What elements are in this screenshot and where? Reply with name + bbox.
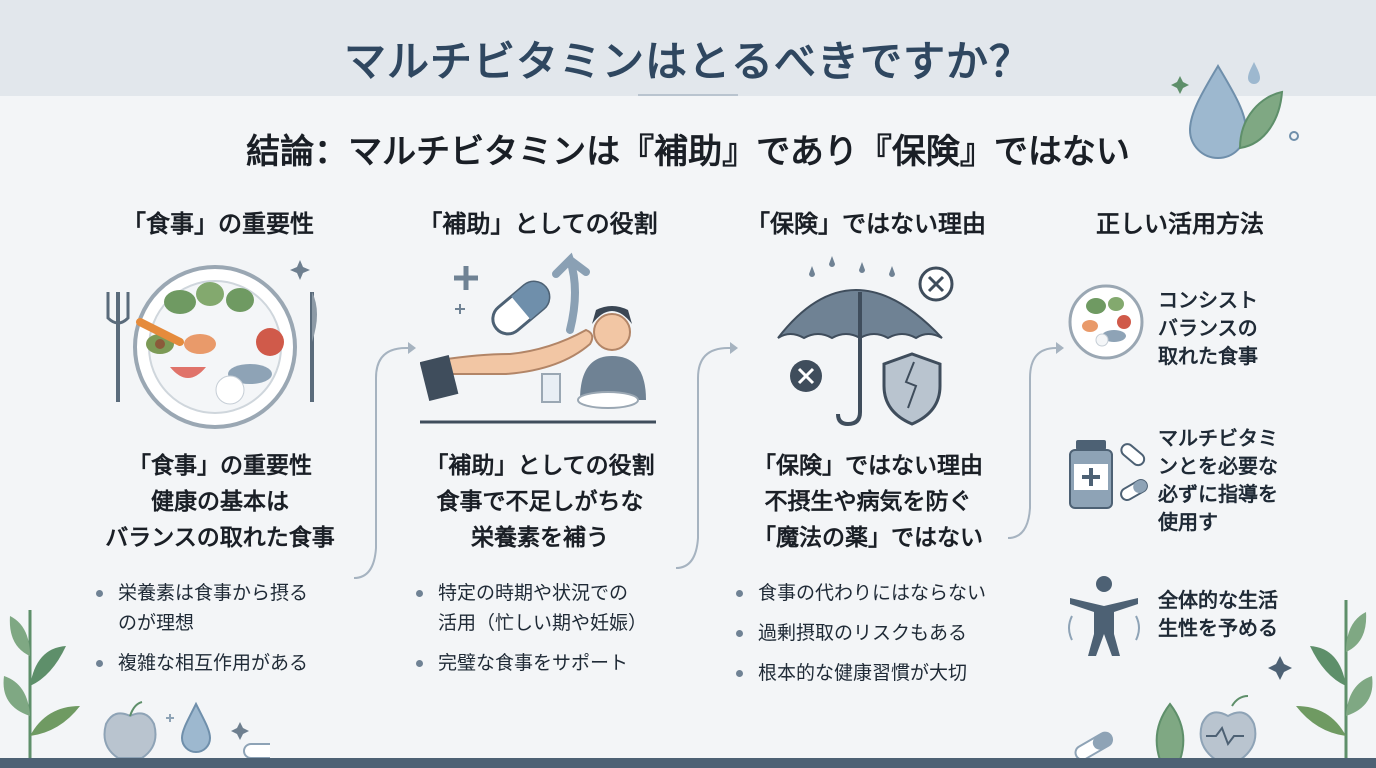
- plate-icon: [1068, 284, 1144, 360]
- content-panel: [0, 96, 1376, 768]
- plant-decoration-icon: [3, 610, 270, 760]
- umbrella-rain-icon: [777, 256, 954, 427]
- water-drop-leaf-icon: [1171, 62, 1299, 159]
- subtitle-tab: [196, 96, 1196, 176]
- col3-summary: 「保険」ではない理由 不摂生や病気を防ぐ 「魔法の薬」ではない: [753, 453, 983, 551]
- col4-heading: 正しい活用方法: [1096, 210, 1264, 238]
- list-item: 完璧な食事をサポート: [412, 648, 702, 678]
- list-item: 特定の時期や状況での活用（忙しい期や妊娠）: [412, 578, 702, 638]
- col4-item-1: コンシスト バランスの 取れた食事: [1158, 288, 1258, 368]
- supplement-bottle-icon: [1069, 440, 1148, 509]
- title-divider: [638, 94, 738, 96]
- col4-item-2: マルチビタミ ンとを必要な 必ずに指導を 使用す: [1158, 426, 1278, 534]
- col1-heading: 「食事」の重要性: [122, 210, 314, 238]
- col3-bullets: 食事の代わりにはならない 過剰摂取のリスクもある 根本的な健康習慣が大切: [732, 578, 1042, 698]
- col2-heading: 「補助」としての役割: [418, 210, 658, 238]
- flow-arrow-icon: [1007, 342, 1064, 539]
- col1-summary: 「食事」の重要性 健康の基本は バランスの取れた食事: [105, 453, 335, 551]
- col1-bullets: 栄養素は食事から摂るのが理想 複雑な相互作用がある: [92, 578, 362, 688]
- list-item: 過剰摂取のリスクもある: [732, 618, 1042, 648]
- col2-bullets: 特定の時期や状況での活用（忙しい期や妊娠） 完璧な食事をサポート: [412, 578, 702, 688]
- col2-summary: 「補助」としての役割 食事で不足しがちな 栄養素を補う: [425, 453, 655, 551]
- list-item: 根本的な健康習慣が大切: [732, 658, 1042, 688]
- helping-hand-pill-icon: [420, 252, 656, 424]
- col3-heading: 「保険」ではない理由: [746, 210, 986, 238]
- list-item: 栄養素は食事から摂るのが理想: [92, 578, 362, 638]
- list-item: 食事の代わりにはならない: [732, 578, 1042, 608]
- plant-decoration-icon: [1074, 600, 1373, 760]
- col4-item-3: 全体的な生活 生性を予める: [1158, 588, 1278, 640]
- conclusion-subtitle: 結論：マルチビタミンは『補助』であり『保険』ではない: [246, 132, 1130, 172]
- food-plate-icon: [106, 265, 317, 429]
- person-stretch-icon: [1068, 576, 1140, 656]
- flow-arrow-icon: [353, 342, 416, 579]
- page-title: マルチビタミンはとるべきですか？: [343, 37, 1032, 86]
- flow-arrow-icon: [675, 342, 738, 569]
- footer-bar: [0, 758, 1376, 768]
- sparkle-icon: [290, 260, 310, 280]
- list-item: 複雑な相互作用がある: [92, 648, 362, 678]
